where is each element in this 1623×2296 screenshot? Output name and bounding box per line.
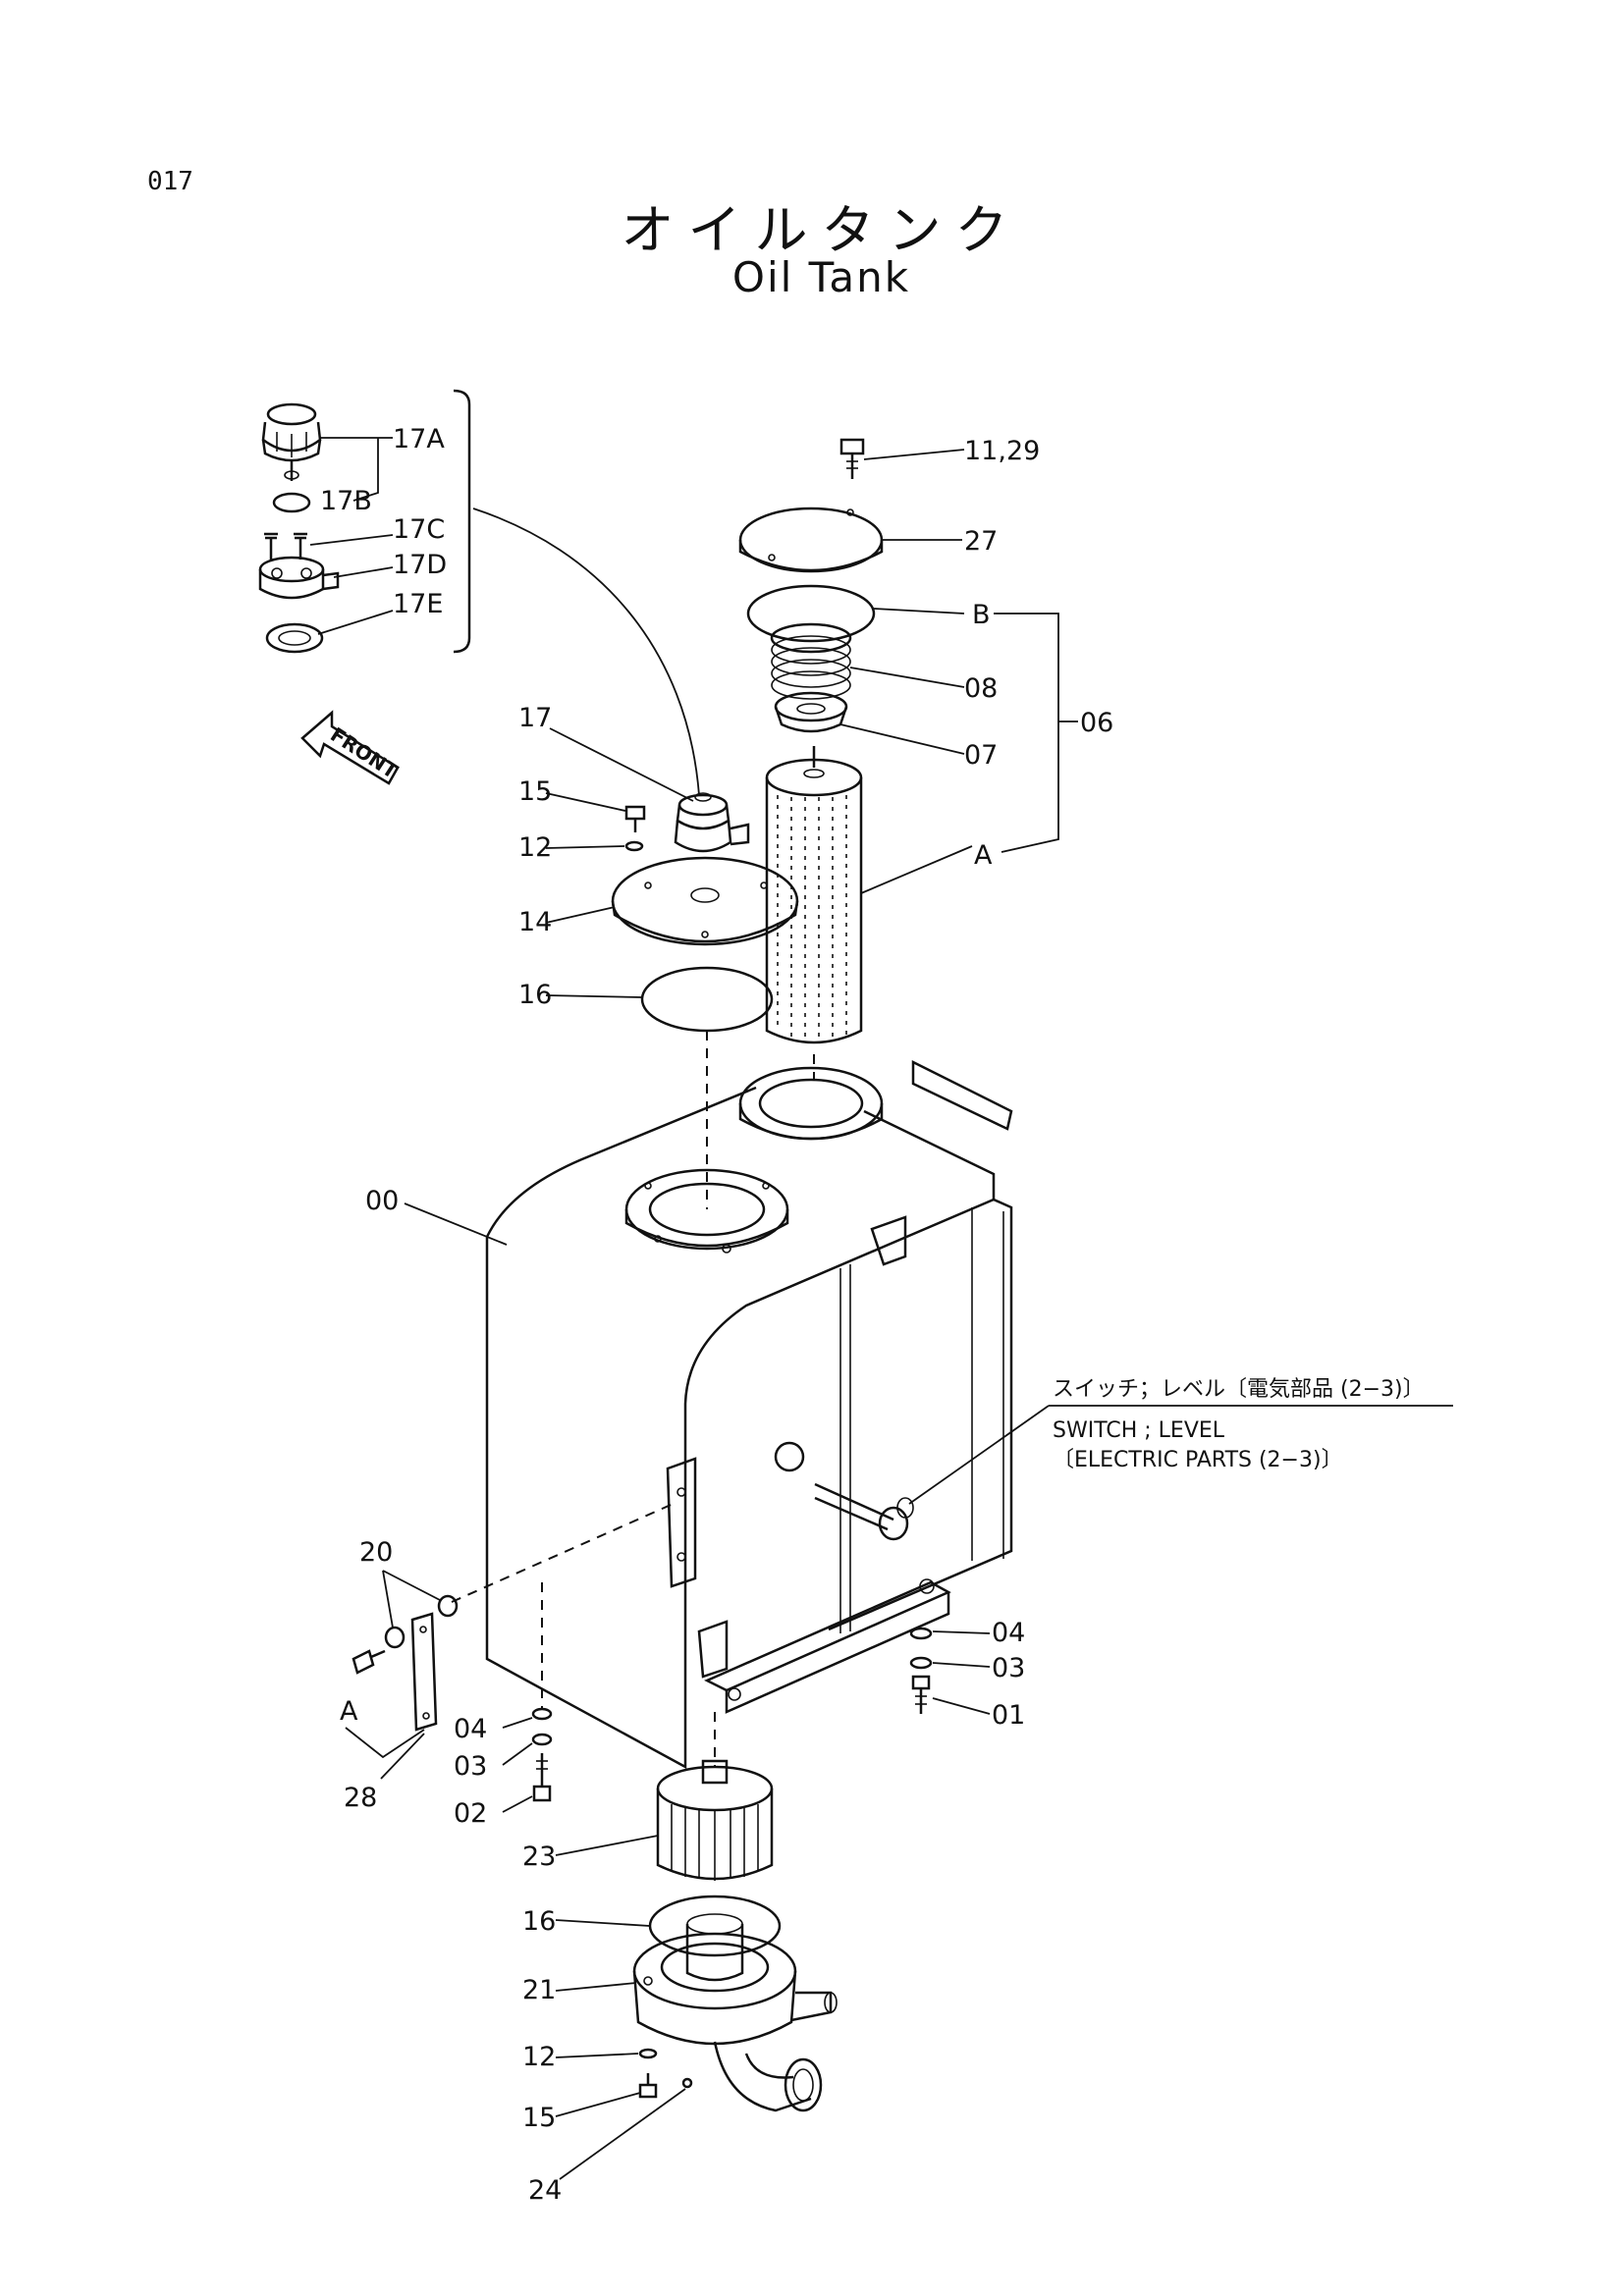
callout-b: B [972, 600, 991, 630]
washer-03-left-part [531, 1733, 553, 1746]
tank-port-left-part [624, 1168, 789, 1254]
callout-20: 20 [359, 1537, 393, 1568]
callout-07: 07 [964, 740, 998, 771]
washer-20-lower-part [384, 1626, 406, 1649]
callout-17: 17 [518, 703, 552, 733]
bolts-17c-part [264, 532, 307, 560]
bolt-a-left-part [352, 1649, 386, 1675]
callout-06: 06 [1080, 708, 1113, 738]
switch-note-japanese: スイッチ；レベル〔電気部品 (2−3)〕 [1053, 1377, 1425, 1402]
callout-17e: 17E [393, 589, 443, 619]
page-title-japanese: オイルタンク [621, 199, 1022, 261]
callout-04-left: 04 [454, 1714, 487, 1744]
bolt-01-part [911, 1675, 931, 1714]
level-switch-part [774, 1441, 914, 1541]
callout-11-29: 11,29 [964, 436, 1040, 466]
callout-23: 23 [522, 1842, 556, 1872]
callout-01: 01 [992, 1700, 1025, 1731]
callout-17a: 17A [393, 424, 445, 454]
switch-note-english: SWITCH ; LEVEL [1053, 1418, 1225, 1443]
bracket-28-part [410, 1612, 438, 1732]
washer-12-bottom-part [638, 2048, 658, 2059]
bolt-15-bottom-part [638, 2073, 658, 2099]
adapter-17d-part [258, 556, 340, 600]
washer-20-upper-part [437, 1594, 459, 1618]
callout-03-right: 03 [992, 1653, 1025, 1683]
callout-21: 21 [522, 1975, 556, 2005]
callout-12-bottom: 12 [522, 2042, 556, 2072]
front-direction-arrow: FRONT [300, 710, 403, 785]
breather-cap-17a-part [261, 402, 322, 481]
callout-17d: 17D [393, 550, 447, 580]
washer-03-right-part [909, 1656, 933, 1670]
o-ring-17b-part [272, 492, 311, 513]
callout-03-left: 03 [454, 1751, 487, 1782]
plug-24-part [681, 2077, 693, 2089]
bolt-15-top-part [624, 805, 646, 832]
breather-17-part [674, 792, 750, 853]
washer-04-right-part [909, 1627, 933, 1640]
callout-16-top: 16 [518, 980, 552, 1010]
bolt-11-29-part [839, 438, 865, 479]
gasket-17e-part [265, 622, 324, 654]
cover-27-part [738, 507, 884, 573]
tank-port-right-part [738, 1066, 884, 1141]
callout-a-left: A [340, 1696, 358, 1727]
o-ring-16-bottom-part [648, 1895, 782, 1957]
callout-08: 08 [964, 673, 998, 704]
inset-bracket [453, 389, 471, 654]
page-number: 017 [147, 167, 193, 196]
o-ring-b-part [746, 584, 876, 643]
switch-note-reference: 〔ELECTRIC PARTS (2−3)〕 [1053, 1448, 1343, 1472]
center-line-bracket [451, 1501, 678, 1603]
callout-16-bottom: 16 [522, 1906, 556, 1937]
o-ring-16-top-part [640, 966, 774, 1033]
callout-02: 02 [454, 1798, 487, 1829]
filter-element-a-part [765, 746, 863, 1044]
assembly-06-bracket [994, 613, 1059, 853]
callout-28: 28 [344, 1783, 377, 1813]
callout-04-right: 04 [992, 1618, 1025, 1648]
callout-12-top: 12 [518, 832, 552, 863]
spring-08-part [770, 622, 852, 700]
detail-reference-curve [472, 507, 700, 796]
callout-17b: 17B [320, 486, 372, 516]
bolt-02-part [532, 1753, 552, 1802]
callout-00: 00 [365, 1186, 399, 1216]
valve-07-part [774, 691, 848, 733]
callout-15-top: 15 [518, 776, 552, 807]
breather-detail-inset: 17A 17B 17C 17D 17E [258, 389, 471, 654]
housing-21-part [632, 1913, 838, 2112]
callout-27: 27 [964, 526, 998, 557]
tank-body-00-part [485, 1059, 1013, 1770]
callout-a-right: A [974, 840, 993, 871]
callout-15-bottom: 15 [522, 2103, 556, 2133]
page-title-english: Oil Tank [731, 253, 911, 301]
cover-14-part [611, 856, 799, 946]
callout-14: 14 [518, 907, 552, 937]
callout-17c: 17C [393, 514, 445, 545]
washer-04-left-part [531, 1707, 553, 1721]
washer-12-top-part [624, 840, 644, 852]
strainer-23-part [656, 1759, 774, 1881]
callout-24: 24 [528, 2175, 562, 2206]
